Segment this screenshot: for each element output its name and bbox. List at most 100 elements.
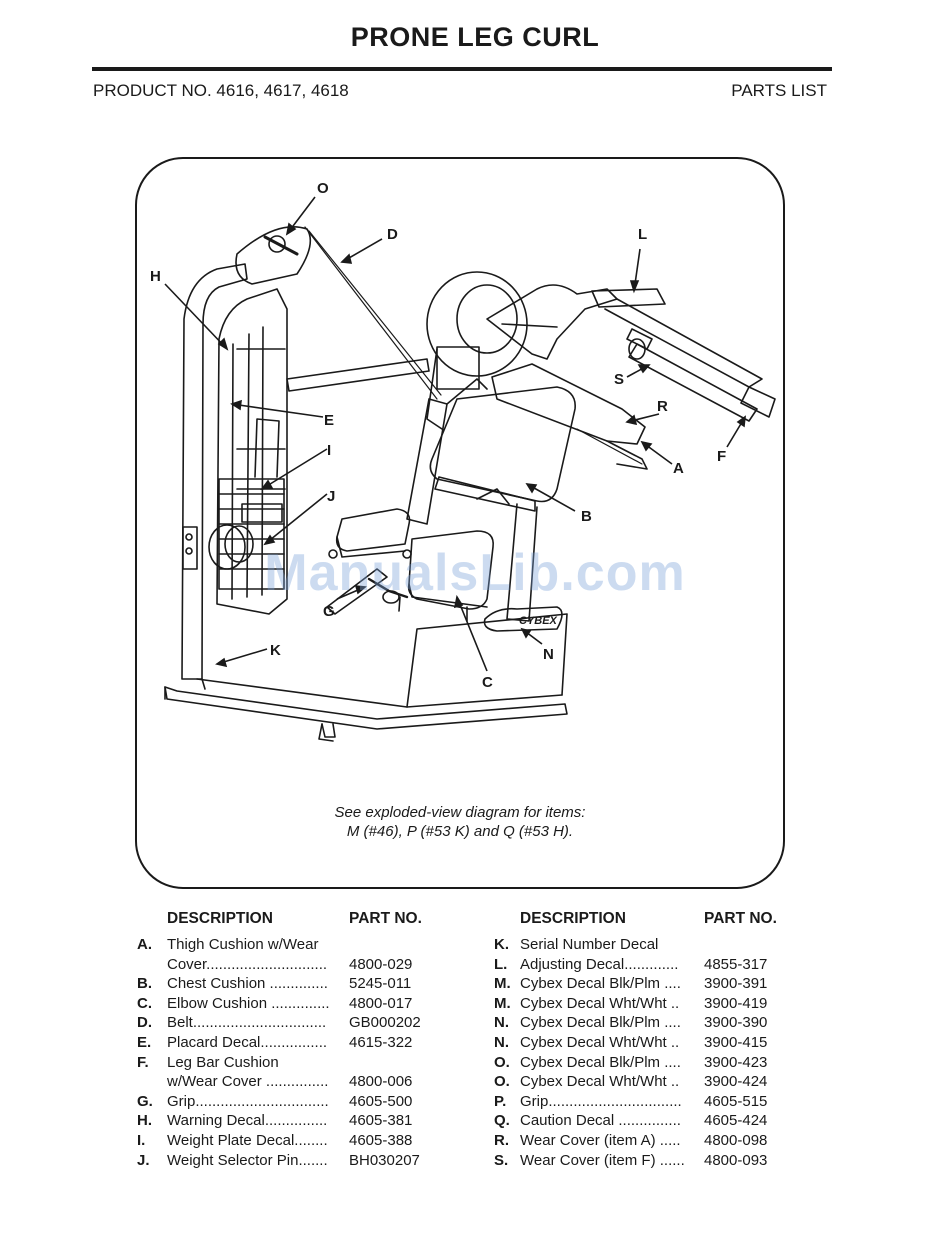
table-row: M.Cybex Decal Wht/Wht ..3900-419	[494, 995, 794, 1015]
item-part-number: 4855-317	[704, 955, 768, 973]
item-description: Serial Number Decal	[520, 936, 659, 953]
item-description: Weight Selector Pin.......	[167, 1151, 328, 1169]
description-header: DESCRIPTION	[167, 910, 273, 927]
item-description: Adjusting Decal.............	[520, 955, 679, 973]
section-label: PARTS LIST	[731, 81, 827, 100]
item-part-number: GB000202	[349, 1014, 421, 1032]
table-row: P. Grip................................ 46…	[494, 1093, 794, 1113]
callout-d: D	[387, 226, 398, 243]
item-letter: M.	[494, 994, 511, 1012]
parts-table-left: DESCRIPTION PART NO. A.Thigh Cushion w/W…	[137, 910, 437, 1171]
callout-n: N	[543, 646, 554, 663]
table-row: Q. Caution Decal ............... 4605-424	[494, 1112, 794, 1132]
callout-k: K	[270, 642, 281, 659]
item-part-number: 4800-093	[704, 1151, 768, 1169]
item-description: Weight Plate Decal........	[167, 1131, 328, 1149]
callout-o: O	[317, 180, 329, 197]
item-part-number: 3900-423	[704, 1053, 768, 1071]
callout-j: J	[327, 488, 335, 505]
table-row: K. Serial Number Decal	[494, 936, 794, 956]
item-description: Cybex Decal Wht/Wht ..	[520, 1033, 680, 1051]
machine-illustration: CYBEX O D H L S R E I A F	[150, 180, 776, 742]
item-letter: B.	[137, 975, 152, 993]
item-part-number: 4615-322	[349, 1033, 413, 1051]
table-row: O. Cybex Decal Blk/Plm .... 3900-423	[494, 1054, 794, 1074]
item-part-number: 3900-390	[704, 1014, 768, 1032]
diagram-panel: CYBEX O D H L S R E I A F	[135, 157, 785, 889]
diagram-note-line-1: See exploded-view diagram for items:	[334, 804, 586, 821]
callout-a: A	[673, 460, 684, 477]
item-letter: H.	[137, 1112, 152, 1130]
table-row: D.Belt................................GB…	[137, 1014, 437, 1034]
table-row: M.Cybex Decal Blk/Plm ....3900-391	[494, 975, 794, 995]
table-row: A.Thigh Cushion w/Wear	[137, 936, 437, 956]
product-number: PRODUCT NO. 4616, 4617, 4618	[93, 81, 349, 100]
item-letter: R.	[494, 1131, 509, 1149]
table-header: DESCRIPTION PART NO.	[137, 910, 437, 936]
callout-b: B	[581, 508, 592, 525]
item-description: Cybex Decal Blk/Plm ....	[520, 1053, 681, 1071]
table-row: H.Warning Decal...............4605-381	[137, 1112, 437, 1132]
table-row: F. Leg Bar Cushion	[137, 1054, 437, 1074]
part-number-header: PART NO.	[349, 910, 422, 927]
part-number-header: PART NO.	[704, 910, 777, 927]
item-description: Elbow Cushion ..............	[167, 994, 330, 1012]
table-row: w/Wear Cover ...............4800-006	[137, 1073, 437, 1093]
item-letter: D.	[137, 1014, 152, 1032]
item-description: Leg Bar Cushion	[167, 1053, 279, 1071]
callout-f: F	[717, 448, 726, 465]
item-part-number: 4605-388	[349, 1131, 413, 1149]
callout-h: H	[150, 268, 161, 285]
item-description: Chest Cushion ..............	[167, 975, 328, 993]
callout-c: C	[482, 674, 493, 691]
page-title: PRONE LEG CURL	[350, 22, 600, 52]
parts-table-right: DESCRIPTION PART NO. K. Serial Number Dec…	[494, 910, 794, 1171]
item-letter: C.	[137, 994, 152, 1012]
item-part-number: 4605-381	[349, 1112, 413, 1130]
table-row: J.Weight Selector Pin.......BH030207	[137, 1152, 437, 1172]
item-description: Grip................................	[167, 1092, 329, 1110]
item-letter: I.	[137, 1131, 146, 1149]
callout-g: G	[323, 603, 335, 620]
item-letter: Q.	[494, 1112, 510, 1130]
table-row: R. Wear Cover (item A) ..... 4800-098	[494, 1132, 794, 1152]
table-row: S.Wear Cover (item F) ......4800-093	[494, 1152, 794, 1172]
item-part-number: BH030207	[349, 1151, 420, 1169]
item-letter: N.	[494, 1033, 509, 1051]
item-letter: S.	[494, 1151, 509, 1169]
item-letter: F.	[137, 1053, 149, 1071]
callout-s: S	[614, 371, 624, 388]
item-description: Grip................................	[520, 1092, 682, 1110]
item-letter: O.	[494, 1073, 510, 1091]
callout-l: L	[638, 226, 647, 243]
item-description: Cybex Decal Wht/Wht ..	[520, 994, 680, 1012]
diagram-note-line-2: M (#46), P (#53 K) and Q (#53 H).	[346, 823, 574, 840]
item-part-number: 4605-515	[704, 1092, 768, 1110]
table-header: DESCRIPTION PART NO.	[494, 910, 794, 936]
item-part-number: 4605-424	[704, 1112, 768, 1130]
item-description: Cybex Decal Wht/Wht ..	[520, 1073, 680, 1091]
item-part-number: 4800-029	[349, 955, 413, 973]
item-letter: L.	[494, 955, 508, 973]
callout-r: R	[657, 398, 668, 415]
item-part-number: 4800-098	[704, 1131, 768, 1149]
item-letter: K.	[494, 936, 509, 953]
table-row: Cover.............................4800-0…	[137, 956, 437, 976]
table-row: L. Adjusting Decal............. 4855-317	[494, 956, 794, 976]
brand-mark: CYBEX	[519, 615, 558, 627]
item-description: Wear Cover (item A) .....	[520, 1131, 681, 1149]
callout-i: I	[327, 442, 331, 459]
item-letter: O.	[494, 1053, 510, 1071]
item-part-number: 5245-011	[349, 975, 412, 993]
item-letter: E.	[137, 1033, 152, 1051]
item-letter: P.	[494, 1092, 507, 1110]
item-letter: M.	[494, 975, 511, 993]
table-row: E.Placard Decal................4615-322	[137, 1034, 437, 1054]
item-letter: A.	[137, 936, 152, 953]
item-part-number: 3900-415	[704, 1033, 768, 1051]
description-header: DESCRIPTION	[520, 910, 626, 927]
item-part-number: 3900-424	[704, 1073, 768, 1091]
item-description: Caution Decal ...............	[520, 1112, 681, 1130]
table-row: B. Chest Cushion .............. 5245-011	[137, 975, 437, 995]
item-part-number: 3900-391	[704, 975, 768, 993]
